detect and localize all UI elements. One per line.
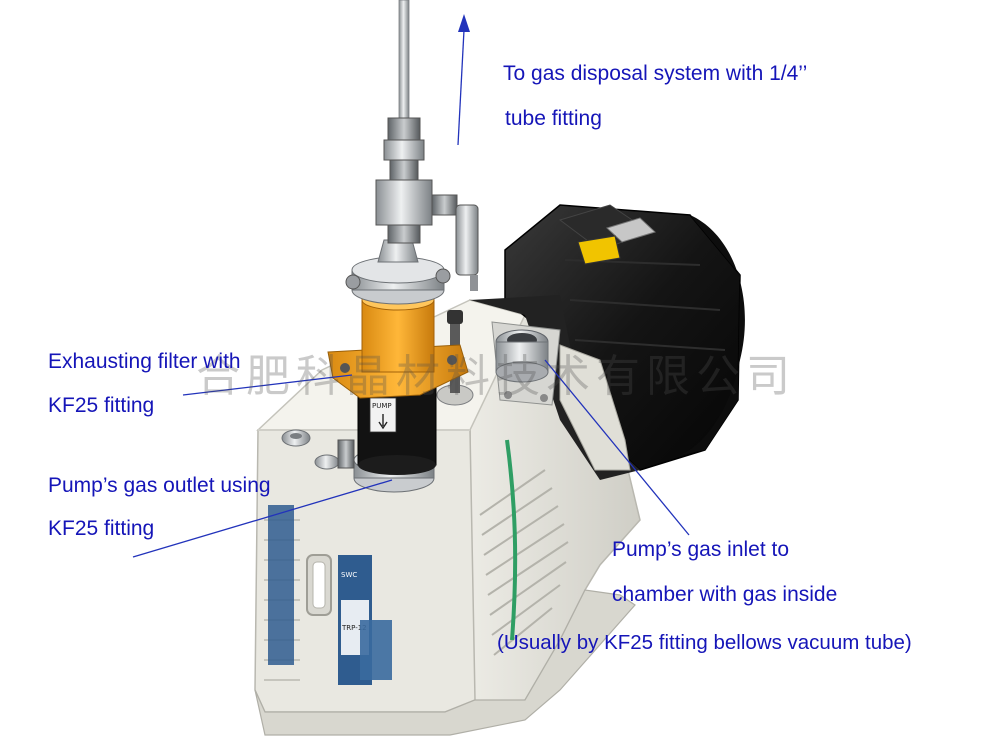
gas-inlet-label-line2: chamber with gas inside (612, 583, 838, 606)
gas-inlet-note: (Usually by KF25 fitting bellows vacuum … (497, 631, 912, 654)
annotation-lines (132, 29, 690, 558)
top-bolt (314, 454, 340, 470)
green-gasket (505, 439, 518, 641)
model-tag: TRP-12 (341, 624, 367, 632)
coupling-flange (559, 344, 631, 471)
gas-outlet-label-line1: Pump’s gas outlet using (48, 474, 271, 497)
gas-outlet-label-line2: KF25 fitting (48, 517, 155, 540)
exhaust-filter-label-line1: Exhausting filter with (48, 350, 241, 373)
spec-label (268, 505, 294, 665)
exhaust-filter-label-line2: KF25 fitting (48, 394, 155, 417)
gas-inlet-label-line1: Pump’s gas inlet to (612, 538, 790, 561)
gas-disposal-label-line1: To gas disposal system with 1/4’’ (503, 62, 808, 85)
brand-tag: SWC (341, 571, 357, 579)
filter-tag: PUMP (372, 402, 392, 410)
oil-sight-window (306, 554, 332, 616)
exhaust-filter: PUMP (327, 239, 469, 475)
oil-fill-plug (281, 429, 311, 447)
tube-fitting-assembly (375, 0, 479, 291)
gas-disposal-label-line2: tube fitting (505, 107, 602, 130)
nameplate (360, 620, 392, 680)
watermark: 合肥科晶材料技术有限公司 (196, 351, 796, 402)
gas-inlet-port (491, 321, 561, 406)
up-arrow-icon (458, 14, 470, 32)
